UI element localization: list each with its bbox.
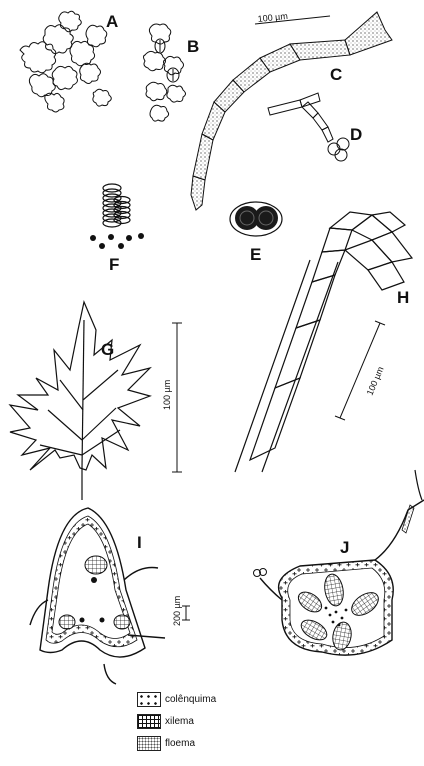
panel-f-druses [90,233,144,249]
panel-g-scale-label: 100 µm [162,380,172,410]
legend-label-floema: floema [165,738,195,749]
legend-label-colenquima: colênquima [165,694,216,705]
panel-d-label: D [350,125,362,144]
panel-f-label: F [109,255,119,274]
panel-c-scale-label: 100 µm [257,11,288,24]
panel-b-stomata-cells [144,24,186,121]
panel-h-label: H [397,288,409,307]
panel-g-label: G [101,340,114,359]
panel-i-scale-bar [182,606,190,620]
panel-a-epidermal-cells [20,11,111,112]
panel-j-label: J [340,538,349,557]
legend-row-xilema: xilema [137,710,297,732]
panel-h-glandular-trichome [235,212,412,472]
tissue-legend: colênquima xilema floema [137,688,297,754]
panel-b-label: B [187,37,199,56]
panel-d-branched-trichome [268,93,349,161]
panel-i-label: I [137,533,142,552]
panel-i-cross-section [30,508,165,684]
panel-j-cross-section [254,500,424,655]
panel-e-pollen [230,202,282,236]
colenquima-swatch [137,692,161,707]
panel-a-label: A [106,12,118,31]
panel-g-leaf [10,302,150,500]
panel-h-scale-label: 100 µm [365,365,386,397]
legend-label-xilema: xilema [165,716,194,727]
panel-f-crystals [103,184,130,227]
panel-j-hair [415,470,422,500]
panel-c-label: C [330,65,342,84]
legend-row-floema: floema [137,732,297,754]
panel-c-trichome [191,12,392,210]
panel-e-label: E [250,245,261,264]
xilema-swatch [137,714,161,729]
panel-i-scale-label: 200 µm [172,596,182,626]
panel-g-scale-bar [172,323,182,472]
floema-swatch [137,736,161,751]
legend-row-colenquima: colênquima [137,688,297,710]
